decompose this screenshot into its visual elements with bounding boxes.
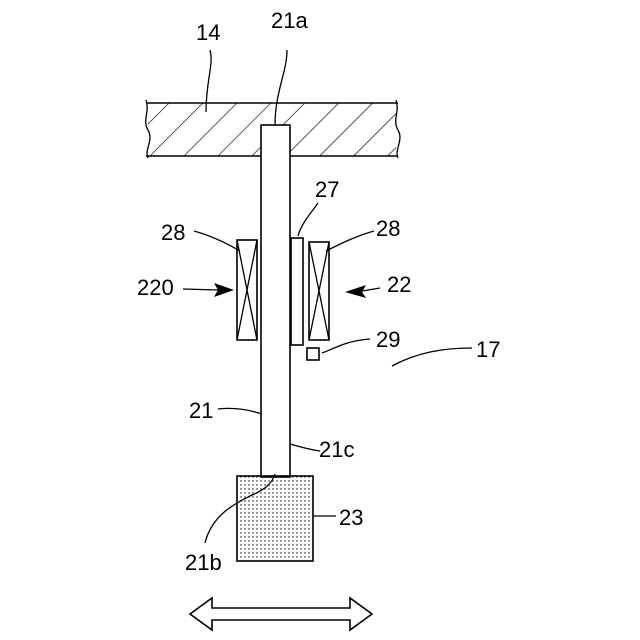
weight-23 — [237, 476, 313, 561]
label-23: 23 — [339, 505, 363, 530]
label-22: 22 — [387, 272, 411, 297]
sensor-29 — [307, 348, 319, 360]
label-28-left: 28 — [161, 220, 185, 245]
label-21: 21 — [189, 398, 213, 423]
label-21a: 21a — [271, 8, 308, 33]
plate-27 — [291, 238, 303, 345]
label-21c: 21c — [319, 437, 354, 462]
label-21b: 21b — [185, 550, 222, 575]
rod-21 — [261, 125, 290, 477]
label-29: 29 — [376, 327, 400, 352]
double-arrow-icon — [190, 598, 372, 630]
label-17: 17 — [476, 337, 500, 362]
coil-28-right — [309, 242, 329, 340]
coil-28-left — [237, 240, 257, 340]
label-27: 27 — [315, 177, 339, 202]
label-220: 220 — [137, 275, 174, 300]
label-28-right: 28 — [376, 216, 400, 241]
label-14: 14 — [196, 20, 220, 45]
